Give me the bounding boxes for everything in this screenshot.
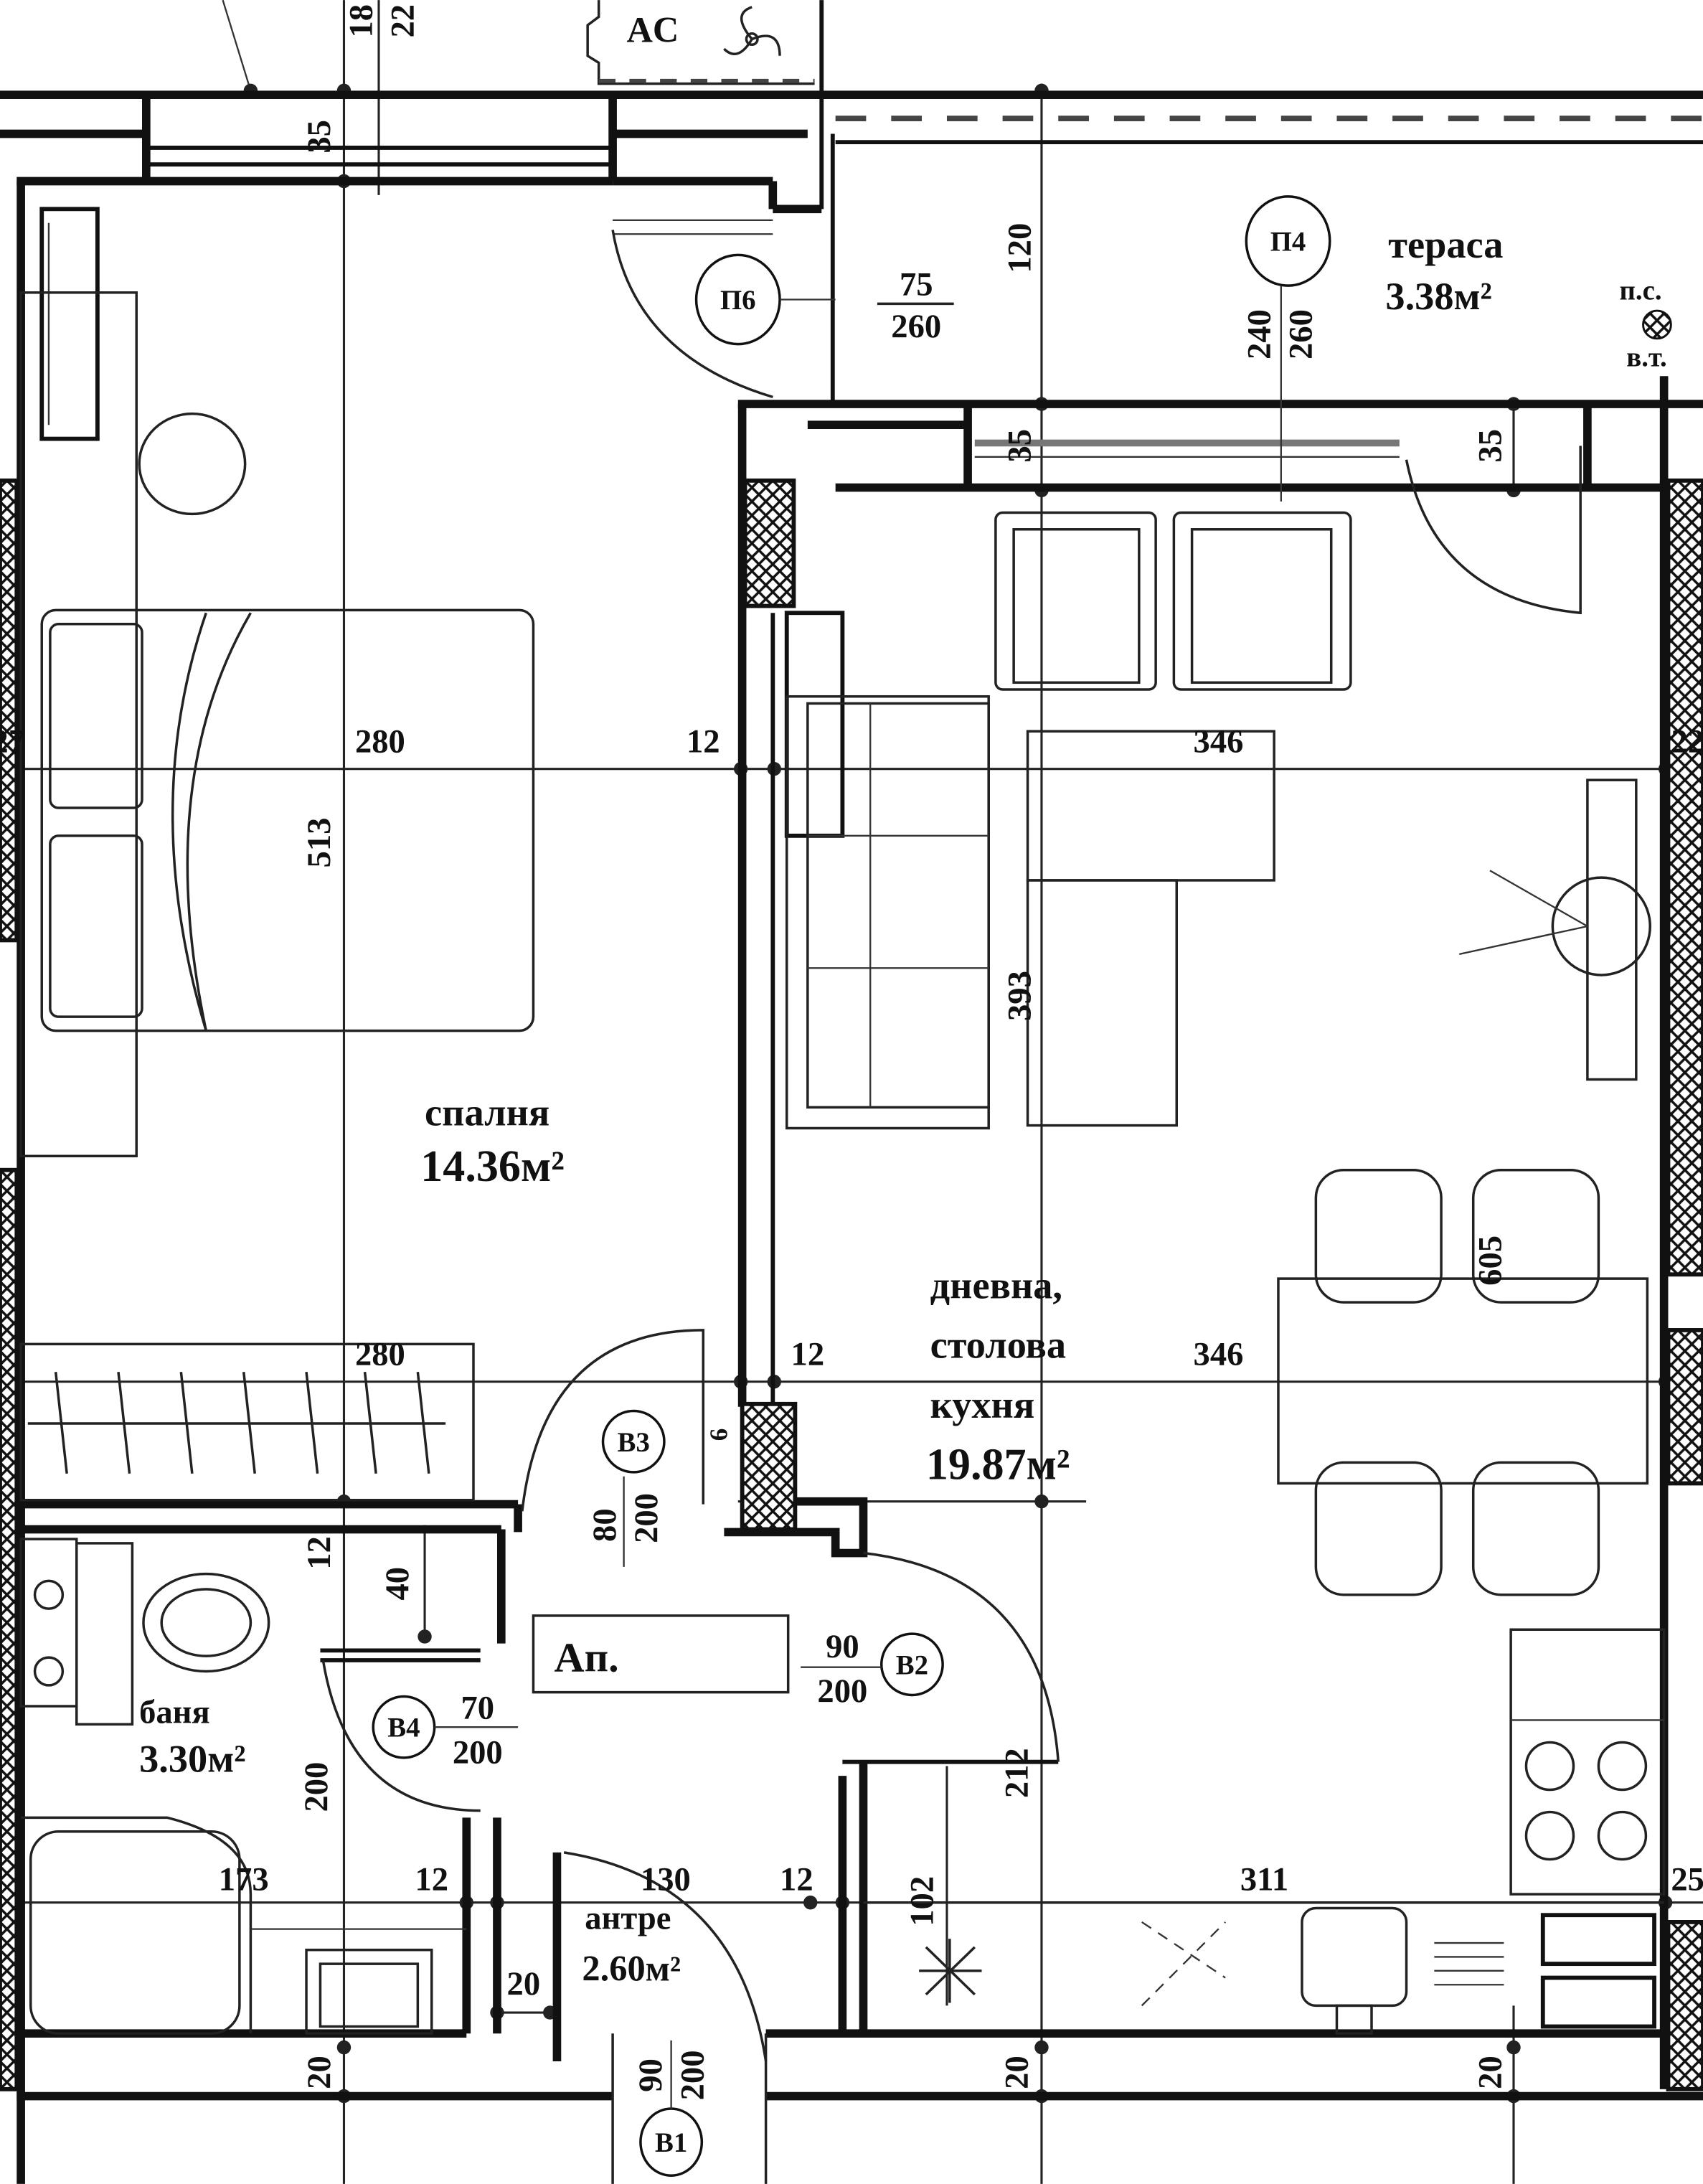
dim-bath-173: 173 — [219, 1860, 269, 1898]
dim-bed-513: 513 — [301, 818, 338, 868]
dim-top-18: 18 — [342, 4, 379, 38]
door-p4-height: 260 — [1283, 309, 1320, 359]
bathroom-name: баня — [139, 1693, 210, 1731]
dim-kitchen-102: 102 — [904, 1876, 941, 1926]
dim-wardrobe-280: 280 — [355, 1335, 405, 1373]
dim-wall-12-d: 12 — [780, 1860, 813, 1898]
dim-kitchen-311: 311 — [1240, 1860, 1288, 1898]
living-name-1: дневна, — [930, 1263, 1062, 1307]
dim-edge-22: 22 — [1671, 722, 1703, 760]
room-labels: спалня 14.36м² дневна, столова кухня 19.… — [139, 9, 1667, 1988]
living-name-3: кухня — [930, 1383, 1035, 1426]
electrical-panel-label: Ап. — [555, 1634, 619, 1681]
bathroom-area: 3.30м² — [139, 1737, 245, 1780]
door-tag-v4: В4 — [387, 1713, 420, 1743]
shaft-icon — [1642, 309, 1672, 340]
door-tag-v1: В1 — [655, 2127, 687, 2158]
door-tag-p4: П4 — [1270, 227, 1306, 258]
vt-label: в.т. — [1626, 342, 1667, 373]
dim-bath-12: 12 — [301, 1536, 338, 1570]
door-p6-height: 260 — [891, 308, 941, 345]
snowflake-icon — [919, 1939, 982, 2003]
door-v2-width: 90 — [826, 1628, 859, 1665]
living-area: 19.87м² — [926, 1441, 1070, 1489]
door-tag-p6: П6 — [720, 285, 756, 316]
dim-wall-35-a: 35 — [301, 120, 338, 154]
door-v3-width: 80 — [586, 1508, 623, 1542]
bedroom-area: 14.36м² — [420, 1142, 565, 1191]
door-v4-height: 200 — [453, 1734, 503, 1771]
door-v3-height: 200 — [628, 1493, 665, 1543]
dim-wall-12-c: 12 — [415, 1860, 448, 1898]
dim-wall-20-b: 20 — [301, 2056, 338, 2089]
terrace-name: тераса — [1388, 223, 1503, 266]
dim-wall-35-c: 35 — [1472, 429, 1509, 463]
dim-terrace-120: 120 — [1001, 223, 1038, 273]
door-tag-v2: В2 — [896, 1649, 928, 1680]
dim-top-22: 22 — [385, 4, 422, 38]
dim-wall-20-c: 20 — [999, 2056, 1036, 2089]
dim-hall-212: 212 — [999, 1748, 1036, 1798]
dim-partition-12-b: 12 — [791, 1335, 825, 1373]
hall-name: антре — [585, 1900, 671, 1937]
dim-edge-27: 27 — [0, 722, 25, 760]
ac-label: AC — [627, 9, 679, 50]
door-v2-height: 200 — [817, 1672, 867, 1710]
dim-edge-25: 25 — [1671, 1860, 1703, 1898]
dim-bath-200: 200 — [298, 1762, 335, 1812]
fan-icon — [723, 6, 781, 56]
terrace-area: 3.38м² — [1385, 275, 1491, 318]
bedroom-name: спалня — [425, 1091, 549, 1134]
door-tag-v3: В3 — [618, 1427, 650, 1458]
dim-living-393: 393 — [1001, 971, 1038, 1021]
dim-living-346-a: 346 — [1194, 722, 1244, 760]
dimension-labels: 18 22 35 35 35 120 280 12 346 513 393 60… — [0, 4, 1703, 2089]
door-v1-height: 200 — [674, 2050, 711, 2100]
dim-living-605: 605 — [1472, 1235, 1509, 1286]
dim-living-346-b: 346 — [1194, 1335, 1244, 1373]
door-v4-width: 70 — [461, 1690, 495, 1727]
door-p6-width: 75 — [900, 266, 933, 303]
dim-bed-280: 280 — [355, 722, 405, 760]
doors — [321, 230, 1582, 2062]
dim-wall-20-a: 20 — [507, 1965, 541, 2002]
furniture — [19, 6, 1672, 2035]
door-tags: П6 75 260 П4 240 260 В3 80 200 В2 90 200… — [372, 195, 1331, 2177]
dim-wall-35-b: 35 — [1001, 429, 1038, 463]
living-name-2: столова — [930, 1324, 1066, 1367]
door-p4-width: 240 — [1240, 309, 1278, 359]
dim-wall-20-d: 20 — [1472, 2056, 1509, 2089]
door-v1-width: 90 — [632, 2058, 669, 2092]
ps-label: п.с. — [1620, 275, 1662, 306]
dim-hall-130: 130 — [641, 1860, 691, 1898]
hall-area: 2.60м² — [582, 1948, 681, 1988]
dim-bath-40: 40 — [379, 1567, 416, 1601]
dim-wall-6: 6 — [704, 1428, 732, 1441]
dim-partition-12-a: 12 — [687, 722, 720, 760]
